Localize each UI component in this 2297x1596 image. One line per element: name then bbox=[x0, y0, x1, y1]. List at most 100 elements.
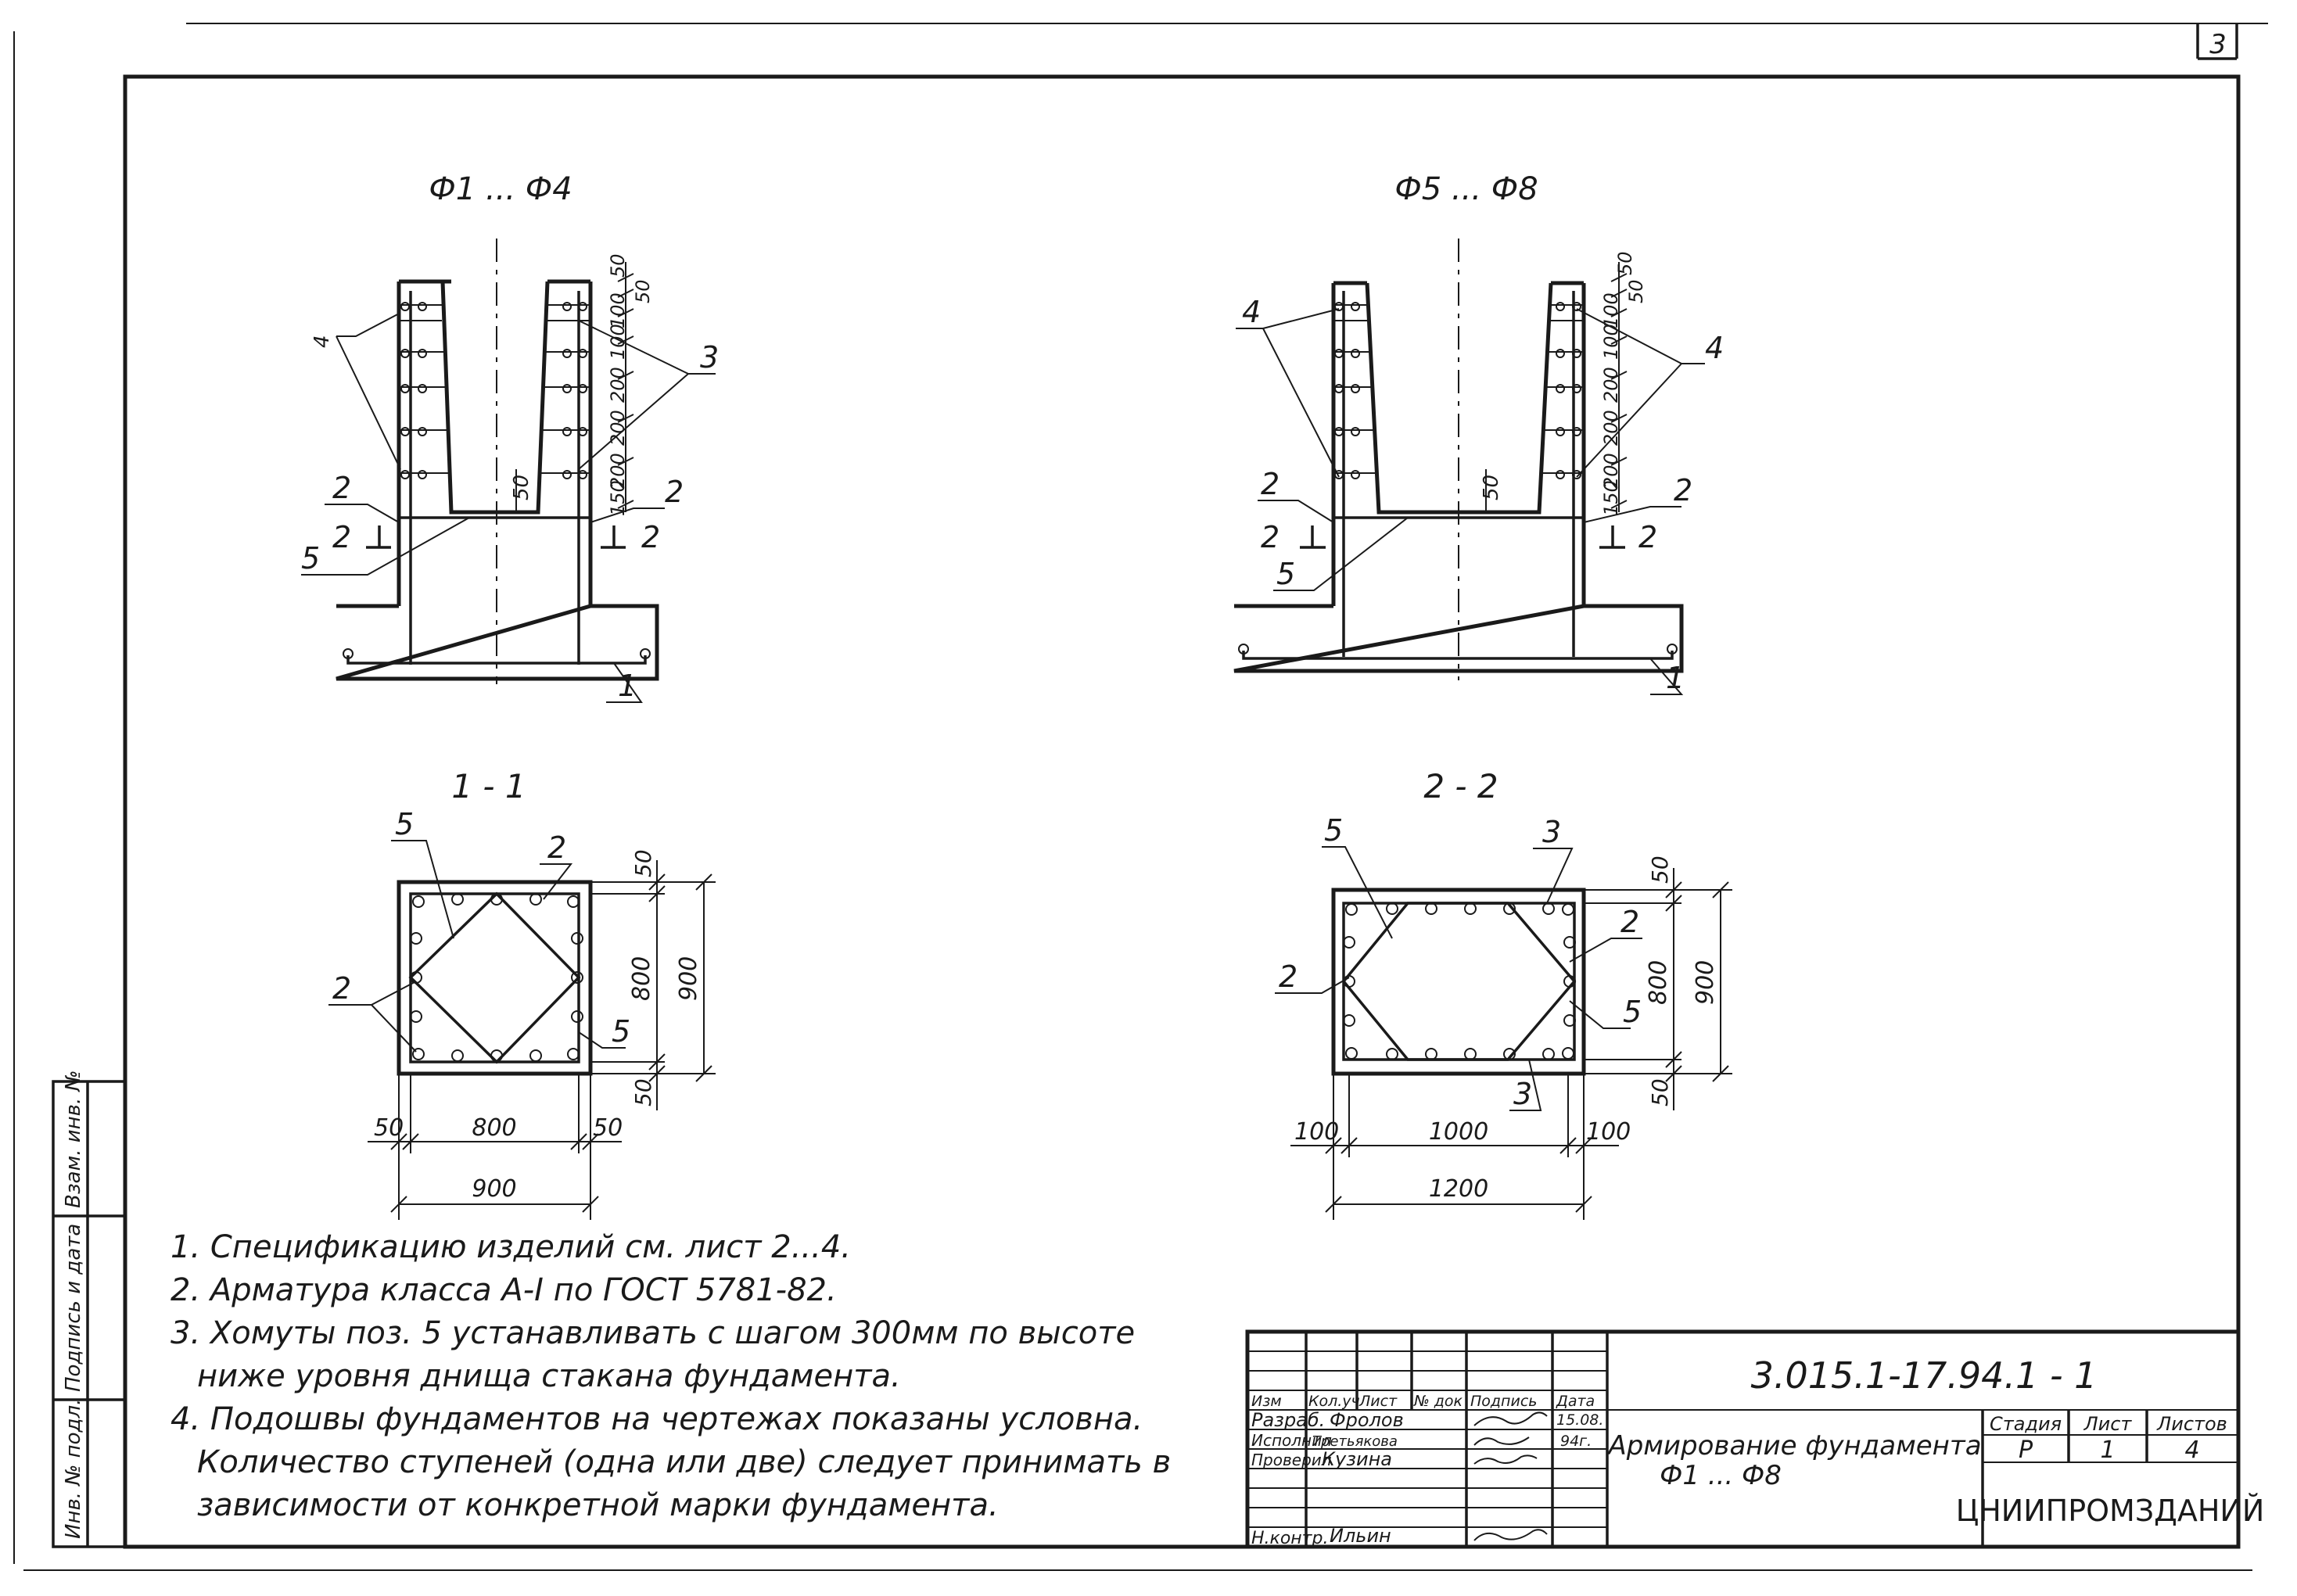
dim-f5-8: 150 bbox=[1600, 480, 1622, 516]
signature-ispolnil bbox=[1473, 1436, 1530, 1446]
callout-f5-bar2-right: 2 bbox=[1674, 473, 1692, 507]
dim-s11-r1: 50 bbox=[630, 849, 656, 877]
callout-s22-top-right: 3 bbox=[1542, 815, 1561, 849]
sheet-title-line2: Ф1 ... Ф8 bbox=[1660, 1460, 1782, 1491]
dim-f1-3: 100 bbox=[607, 292, 629, 328]
section-mark-f5-right: 2 bbox=[1638, 520, 1657, 554]
tb-name-proveril: Кузина bbox=[1322, 1448, 1392, 1470]
tb-header-ndok: № док bbox=[1413, 1393, 1463, 1410]
signature-razrab bbox=[1473, 1411, 1548, 1426]
callout-f1-right: 3 bbox=[700, 340, 719, 375]
dim-f1-2: 50 bbox=[632, 279, 654, 303]
dim-s11-b3: 50 bbox=[593, 1114, 623, 1142]
tb-stage-value: Р bbox=[2019, 1436, 2033, 1464]
callout-f1-bar2-left: 2 bbox=[332, 471, 351, 505]
tb-sheet-label: Лист bbox=[2083, 1413, 2133, 1435]
view-f5-f8: Ф5 ... Ф8 bbox=[1233, 171, 1724, 695]
note-2: 2. Арматура класса А-I по ГОСТ 5781-82. bbox=[170, 1272, 837, 1308]
callout-s22-left: 2 bbox=[1279, 959, 1297, 994]
view-title-f1-f4: Ф1 ... Ф4 bbox=[429, 171, 572, 207]
callout-s22-top-left: 5 bbox=[1324, 813, 1343, 848]
callout-s11-left: 2 bbox=[332, 971, 351, 1006]
drawing-designation: 3.015.1-17.94.1 - 1 bbox=[1751, 1354, 2098, 1397]
section-title-1-1: 1 - 1 bbox=[451, 767, 526, 805]
note-4-cont-2: зависимости от конкретной марки фундамен… bbox=[197, 1487, 999, 1523]
tb-role-ispolnil: Исполнил bbox=[1251, 1431, 1332, 1450]
callout-f5-stirrup: 5 bbox=[1276, 557, 1295, 591]
side-stamp-podpis-data: Подпись и дата bbox=[62, 1224, 85, 1392]
dim-s22-r2: 800 bbox=[1645, 960, 1672, 1005]
dim-s11-r2: 800 bbox=[628, 956, 655, 1001]
callout-f5-left: 4 bbox=[1242, 295, 1261, 329]
dim-f1-4: 100 bbox=[607, 324, 629, 360]
note-4-cont-1: Количество ступеней (одна или две) следу… bbox=[197, 1444, 1172, 1480]
callout-f1-left: 4 bbox=[310, 335, 334, 348]
callout-f1-bar2-right: 2 bbox=[665, 475, 684, 509]
tb-role-nkontr: Н.контр. bbox=[1251, 1529, 1328, 1548]
dim-f5-1: 50 bbox=[1614, 251, 1636, 275]
tb-sheets-label: Листов bbox=[2156, 1413, 2227, 1435]
tb-header-izm: Изм bbox=[1251, 1393, 1282, 1410]
tb-role-razrab: Разраб. bbox=[1251, 1409, 1325, 1431]
note-1: 1. Спецификацию изделий см. лист 2...4. bbox=[170, 1229, 851, 1265]
callout-s22-right-bottom: 5 bbox=[1623, 995, 1642, 1029]
dim-s11-b2: 800 bbox=[472, 1114, 516, 1142]
note-4: 4. Подошвы фундаментов на чертежах показ… bbox=[170, 1401, 1143, 1437]
side-stamp bbox=[52, 1080, 127, 1548]
dim-s22-b2: 1000 bbox=[1429, 1118, 1488, 1146]
callout-f5-bar2-left: 2 bbox=[1261, 467, 1280, 501]
note-3: 3. Хомуты поз. 5 устанавливать с шагом 3… bbox=[170, 1315, 1136, 1351]
callout-f5-right: 4 bbox=[1705, 331, 1724, 365]
sheet-frame bbox=[13, 23, 2268, 1571]
tb-header-podpis: Подпись bbox=[1470, 1393, 1537, 1410]
dim-s22-rtotal: 900 bbox=[1692, 960, 1719, 1005]
dim-f5-center: 50 bbox=[1480, 475, 1503, 500]
callout-f1-bottom: 1 bbox=[618, 669, 637, 703]
section-mark-f5-left: 2 bbox=[1261, 520, 1280, 554]
sheet-title-line1: Армирование фундамента bbox=[1606, 1430, 1981, 1462]
side-stamp-inv-podl: Инв. № подл. bbox=[62, 1399, 85, 1539]
dim-f5-5: 200 bbox=[1600, 367, 1622, 403]
tb-name-ispolnil: Третьякова bbox=[1312, 1433, 1398, 1450]
dim-f1-7: 200 bbox=[607, 453, 629, 489]
tb-name-razrab: Фролов bbox=[1330, 1409, 1404, 1431]
tb-header-data: Дата bbox=[1556, 1393, 1595, 1410]
callout-s11-top-left: 5 bbox=[395, 807, 414, 841]
dim-s11-b1: 50 bbox=[374, 1114, 404, 1142]
dim-s11-rtotal: 900 bbox=[675, 956, 702, 1001]
callout-f1-stirrup: 5 bbox=[301, 541, 320, 576]
callout-f5-bottom: 1 bbox=[1666, 661, 1685, 695]
view-f1-f4: Ф1 ... Ф4 bbox=[301, 171, 719, 703]
dim-s22-b1: 100 bbox=[1294, 1118, 1339, 1146]
callout-s11-bottom-right: 5 bbox=[612, 1014, 630, 1049]
tb-date-razrab: 15.08. bbox=[1556, 1411, 1603, 1429]
dim-f5-2: 50 bbox=[1625, 279, 1647, 303]
tb-sheets-value: 4 bbox=[2184, 1436, 2199, 1464]
dim-f1-5: 200 bbox=[607, 367, 629, 403]
section-title-2-2: 2 - 2 bbox=[1423, 767, 1498, 805]
section-2-2: 2 - 2 100 1000 100 1200 bbox=[1275, 767, 1732, 1220]
tb-header-list: Лист bbox=[1358, 1393, 1398, 1410]
tb-header-kol: Кол.уч bbox=[1308, 1393, 1360, 1410]
dim-s11-total: 900 bbox=[472, 1175, 516, 1203]
callout-s11-top-right: 2 bbox=[547, 830, 566, 865]
title-block bbox=[1245, 1329, 2241, 1549]
note-3-cont: ниже уровня днища стакана фундамента. bbox=[197, 1358, 901, 1394]
section-1-1: 1 - 1 50 800 50 900 bbox=[328, 767, 716, 1220]
sheet-number: 3 bbox=[2209, 29, 2227, 60]
dim-s22-b3: 100 bbox=[1586, 1118, 1631, 1146]
dim-s22-total: 1200 bbox=[1429, 1175, 1488, 1203]
section-mark-f1-left: 2 bbox=[332, 520, 351, 554]
dim-f1-center: 50 bbox=[510, 475, 533, 500]
dim-f5-4: 100 bbox=[1600, 324, 1622, 360]
callout-s22-right-top: 2 bbox=[1620, 905, 1639, 939]
tb-date-ispolnil: 94г. bbox=[1560, 1433, 1592, 1450]
callout-s22-bottom: 3 bbox=[1513, 1077, 1532, 1111]
view-title-f5-f8: Ф5 ... Ф8 bbox=[1394, 171, 1538, 207]
dim-f1-1: 50 bbox=[607, 253, 629, 278]
signature-nkontr bbox=[1473, 1529, 1548, 1541]
tb-sheet-value: 1 bbox=[2100, 1436, 2115, 1464]
dim-f1-8: 150 bbox=[607, 480, 629, 516]
tb-name-nkontr: Ильин bbox=[1330, 1525, 1391, 1547]
